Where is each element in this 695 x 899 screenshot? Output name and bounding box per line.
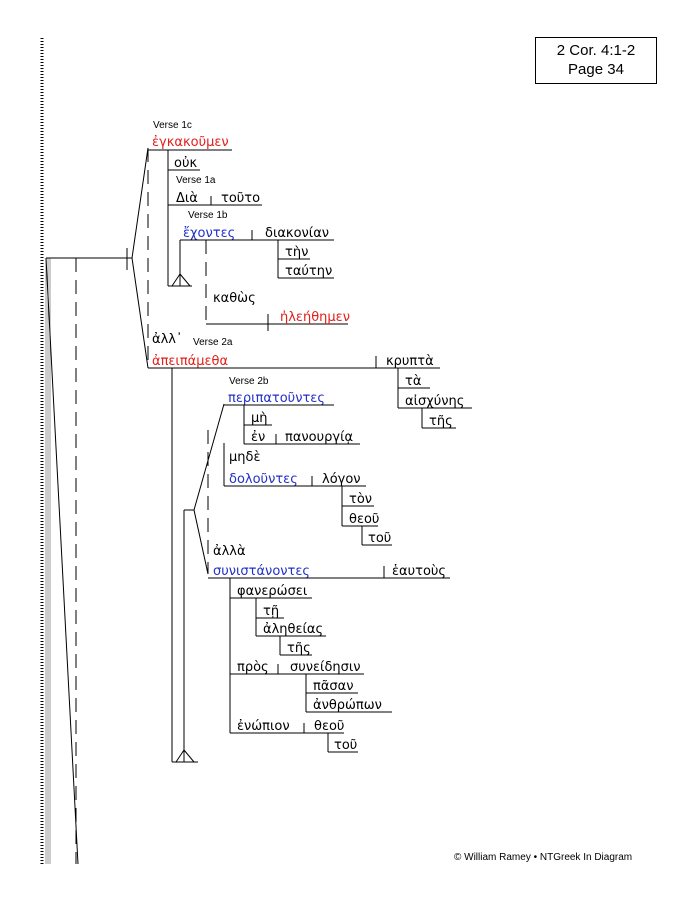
word-te: τῇ bbox=[263, 604, 279, 619]
word-echontes: ἔχοντες bbox=[183, 226, 235, 241]
word-ouk: οὐκ bbox=[174, 156, 197, 171]
label-verse-1c: Verse 1c bbox=[153, 120, 192, 131]
word-ten: τὴν bbox=[285, 245, 308, 260]
tri-right bbox=[179, 273, 191, 287]
reference-text: 2 Cor. 4:1-2 bbox=[556, 42, 636, 59]
tri2-left bbox=[175, 749, 185, 763]
word-tes1: τῆς bbox=[429, 414, 453, 429]
word-aletheias: ἀληθείας bbox=[263, 622, 323, 637]
word-all: ἀλλ᾽ bbox=[152, 332, 182, 347]
label-verse-2a: Verse 2a bbox=[193, 337, 233, 348]
connector-diagonal bbox=[45, 257, 79, 865]
word-touto: τοῦτο bbox=[221, 191, 260, 206]
fork-peripatountes bbox=[193, 403, 225, 511]
page-number: Page 34 bbox=[568, 61, 624, 78]
word-eleethemen: ἠλεήθημεν bbox=[280, 310, 350, 325]
word-tes2: τῆς bbox=[287, 641, 311, 656]
word-aischynes: αἰσχύνης bbox=[405, 394, 464, 409]
label-verse-2b: Verse 2b bbox=[229, 376, 269, 387]
word-heautous: ἑαυτοὺς bbox=[392, 564, 446, 579]
word-dia: Διὰ bbox=[176, 191, 198, 206]
reference-box: 2 Cor. 4:1-2 Page 34 bbox=[535, 37, 657, 84]
word-dolountes: δολοῦντες bbox=[229, 472, 298, 487]
fork-synistanontes bbox=[193, 509, 209, 575]
fork-lower bbox=[131, 257, 149, 369]
word-me: μὴ bbox=[251, 411, 268, 426]
word-en: ἐν bbox=[251, 430, 265, 445]
word-tauten: ταύτην bbox=[285, 264, 332, 279]
word-panourgia: πανουργίᾳ bbox=[285, 430, 353, 445]
word-apeipametha: ἀπειπάμεθα bbox=[152, 354, 228, 369]
label-verse-1a: Verse 1a bbox=[176, 175, 216, 186]
word-anthropon: ἀνθρώπων bbox=[313, 698, 382, 713]
word-logon: λόγον bbox=[322, 472, 361, 487]
word-synistanontes: συνιστάνοντες bbox=[213, 564, 310, 579]
word-ton: τὸν bbox=[349, 492, 372, 507]
word-theou2: θεοῦ bbox=[314, 719, 344, 734]
word-enkakoumen: ἐγκακοῦμεν bbox=[152, 135, 229, 150]
word-phanerosei: φανερώσει bbox=[237, 584, 307, 599]
word-diakonian: διακονίαν bbox=[265, 226, 329, 241]
word-syneidesin: συνείδησιν bbox=[290, 660, 361, 675]
word-tou2: τοῦ bbox=[334, 738, 357, 753]
word-kathos: καθὼς bbox=[213, 291, 256, 306]
word-tou1: τοῦ bbox=[368, 531, 391, 546]
word-krypta: κρυπτὰ bbox=[386, 354, 434, 369]
fork-upper bbox=[131, 147, 149, 259]
word-ta: τὰ bbox=[405, 374, 421, 389]
copyright-footer: © William Ramey • NTGreek In Diagram bbox=[454, 852, 633, 863]
tri-left bbox=[171, 273, 181, 287]
word-enopion: ἐνώπιον bbox=[237, 719, 290, 734]
word-theou1: θεοῦ bbox=[349, 512, 379, 527]
word-mede: μηδὲ bbox=[229, 450, 261, 465]
word-alla: ἀλλὰ bbox=[213, 544, 246, 559]
tri2-right bbox=[183, 749, 195, 763]
word-peripatountes: περιπατοῦντες bbox=[228, 391, 325, 406]
word-pasan: πᾶσαν bbox=[313, 679, 353, 694]
word-pros: πρὸς bbox=[237, 660, 269, 675]
label-verse-1b: Verse 1b bbox=[188, 210, 228, 221]
